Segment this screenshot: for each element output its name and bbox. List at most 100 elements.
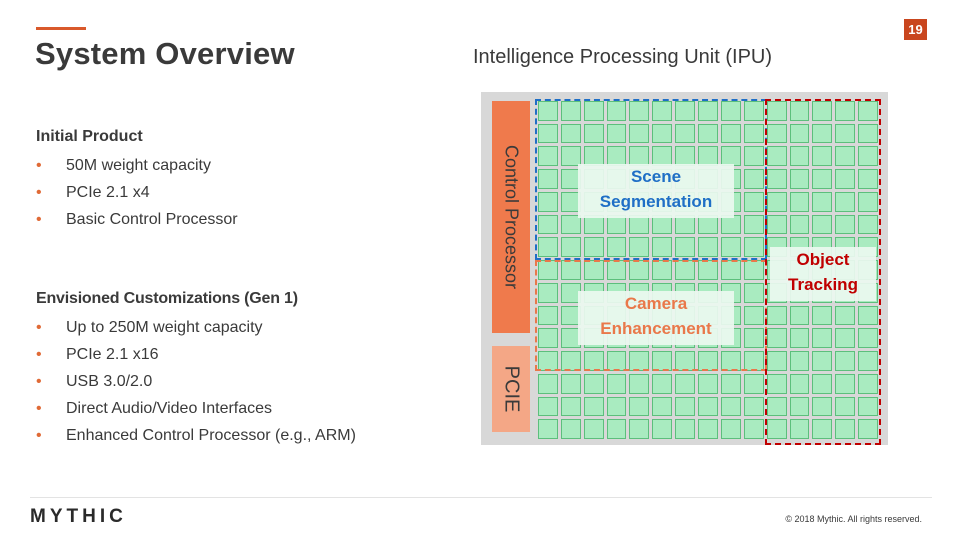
diagram-title: Intelligence Processing Unit (IPU) [473,46,773,68]
tile-cell [675,123,696,144]
tile-cell [743,396,764,417]
control-processor-block [492,101,530,333]
tile-cell [812,169,833,189]
tile-cell [720,396,741,417]
tile-cell [720,101,741,121]
tile-cell [766,146,787,167]
copyright-text: © 2018 Mythic. All rights reserved. [785,514,922,524]
tile-cell [652,101,673,121]
tile-cell [583,419,604,439]
tile-cell [538,146,558,167]
tile-cell [560,123,581,144]
list-item: •PCIe 2.1 x16 [36,341,356,368]
tile-cell [606,419,627,439]
scene-segmentation-label: Scene Segmentation [578,164,734,218]
tile-cell [583,237,604,258]
tile-cell [743,191,764,212]
customizations-list: •Up to 250M weight capacity •PCIe 2.1 x1… [36,314,356,449]
tile-cell [835,214,856,235]
tile-cell [858,305,878,326]
list-item: •USB 3.0/2.0 [36,368,356,395]
bullet-icon: • [36,346,42,363]
tile-cell [743,146,764,167]
tile-cell [698,123,718,144]
tile-cell [789,351,810,371]
tile-cell [858,191,878,212]
tile-cell [652,396,673,417]
tile-cell [560,146,581,167]
tile-cell [789,101,810,121]
tile-cell [789,169,810,189]
tile-cell [766,419,787,439]
tile-cell [835,169,856,189]
tile-cell [835,373,856,394]
page-number-badge: 19 [904,19,927,40]
tile-cell [858,214,878,235]
tile-cell [812,191,833,212]
tile-cell [835,328,856,349]
bullet-icon: • [36,157,42,174]
tile-cell [858,396,878,417]
tile-cell [675,396,696,417]
tile-cell [766,328,787,349]
tile-cell [538,123,558,144]
tile-cell [698,373,718,394]
tile-cell [858,351,878,371]
tile-cell [583,123,604,144]
tile-cell [789,328,810,349]
tile-cell [812,101,833,121]
tile-cell [675,237,696,258]
list-item: •Direct Audio/Video Interfaces [36,395,356,422]
tile-cell [538,282,558,303]
tile-cell [652,419,673,439]
tile-cell [766,214,787,235]
tile-cell [698,419,718,439]
pcie-label: PCIE [500,365,523,413]
tile-cell [538,328,558,349]
tile-cell [835,351,856,371]
tile-cell [812,328,833,349]
bullet-icon: • [36,184,42,201]
tile-cell [538,419,558,439]
tile-cell [812,305,833,326]
tile-cell [560,237,581,258]
tile-cell [629,123,650,144]
tile-cell [743,328,764,349]
tile-cell [560,373,581,394]
pcie-block [492,346,530,432]
tile-cell [812,123,833,144]
tile-cell [720,123,741,144]
tile-cell [766,351,787,371]
tile-cell [766,191,787,212]
tile-cell [858,123,878,144]
tile-cell [720,419,741,439]
tile-cell [789,146,810,167]
tile-cell [652,373,673,394]
tile-cell [538,191,558,212]
tile-cell [743,123,764,144]
tile-cell [675,419,696,439]
bullet-icon: • [36,319,42,336]
tile-cell [583,396,604,417]
tile-cell [743,101,764,121]
tile-cell [812,419,833,439]
initial-product-heading: Initial Product [36,128,143,145]
mythic-logo: MYTHIC [30,506,127,527]
tile-cell [560,419,581,439]
tile-cell [835,123,856,144]
tile-cell [629,101,650,121]
tile-cell [538,101,558,121]
tile-cell [835,419,856,439]
tile-cell [538,237,558,258]
initial-product-list: •50M weight capacity •PCIe 2.1 x4 •Basic… [36,152,238,233]
list-item: •Basic Control Processor [36,206,238,233]
tile-cell [835,191,856,212]
tile-cell [583,101,604,121]
tile-cell [560,396,581,417]
tile-cell [766,169,787,189]
bullet-icon: • [36,373,42,390]
tile-cell [812,146,833,167]
tile-cell [835,305,856,326]
tile-cell [766,373,787,394]
tile-cell [812,373,833,394]
